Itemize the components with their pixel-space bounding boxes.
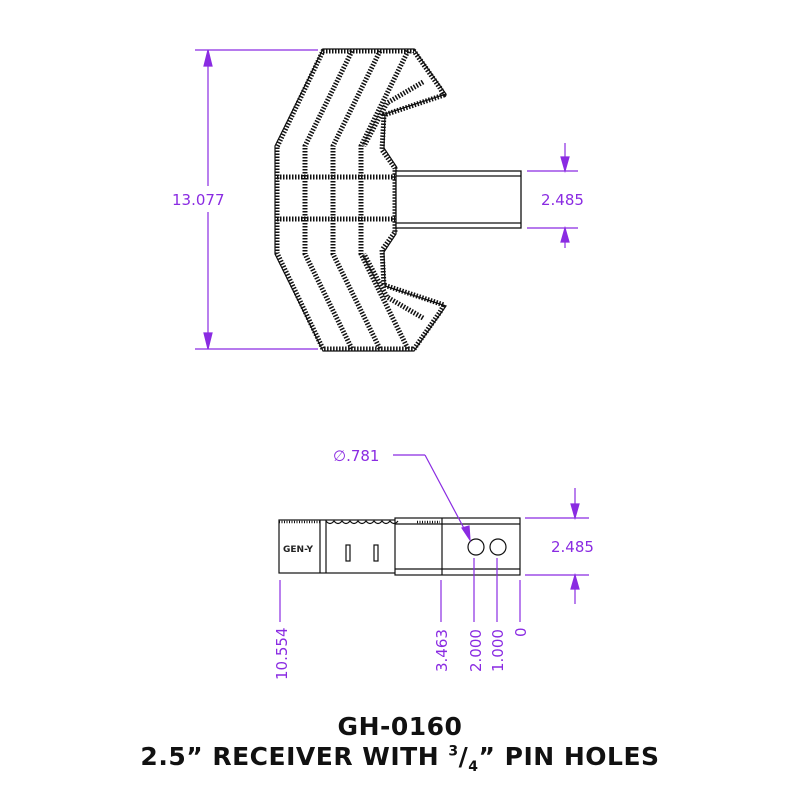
receiver-height-dim-top: 2.485 (541, 191, 584, 209)
receiver-height-dim-side: 2.485 (551, 538, 594, 556)
description-prefix: 2.5” RECEIVER WITH (140, 742, 449, 771)
description-suffix: ” PIN HOLES (478, 742, 660, 771)
side-view: GEN-Y ∅.781 2.485 10.554 3.46 (273, 447, 594, 680)
pin-hole (489, 538, 507, 556)
hole-diameter-dim: ∅.781 (333, 447, 379, 465)
pin-hole (467, 538, 485, 556)
part-description: 2.5” RECEIVER WITH 3/4” PIN HOLES (0, 742, 800, 775)
top-view: 13.077 2.485 (172, 48, 584, 352)
slot (373, 544, 379, 562)
fraction-slash: / (458, 742, 469, 771)
ordinate-dim-0: 0 (512, 627, 530, 637)
hitch-outer-outline (274, 48, 447, 352)
receiver-tube-top (395, 170, 522, 229)
slot (345, 544, 351, 562)
receiver-tube-side (394, 517, 521, 576)
ordinate-dim-10554: 10.554 (273, 628, 291, 681)
ordinate-dim-3463: 3.463 (433, 629, 451, 672)
overall-height-dim: 13.077 (172, 191, 225, 209)
logo-text: GEN-Y (283, 545, 313, 555)
hitch-outer-thin (274, 48, 447, 352)
ordinate-dim-1000: 1.000 (489, 629, 507, 672)
ordinate-dim-2000: 2.000 (467, 629, 485, 672)
fraction-numerator: 3 (448, 743, 459, 760)
fraction-denominator: 4 (468, 759, 479, 775)
part-number: GH-0160 (337, 712, 463, 741)
